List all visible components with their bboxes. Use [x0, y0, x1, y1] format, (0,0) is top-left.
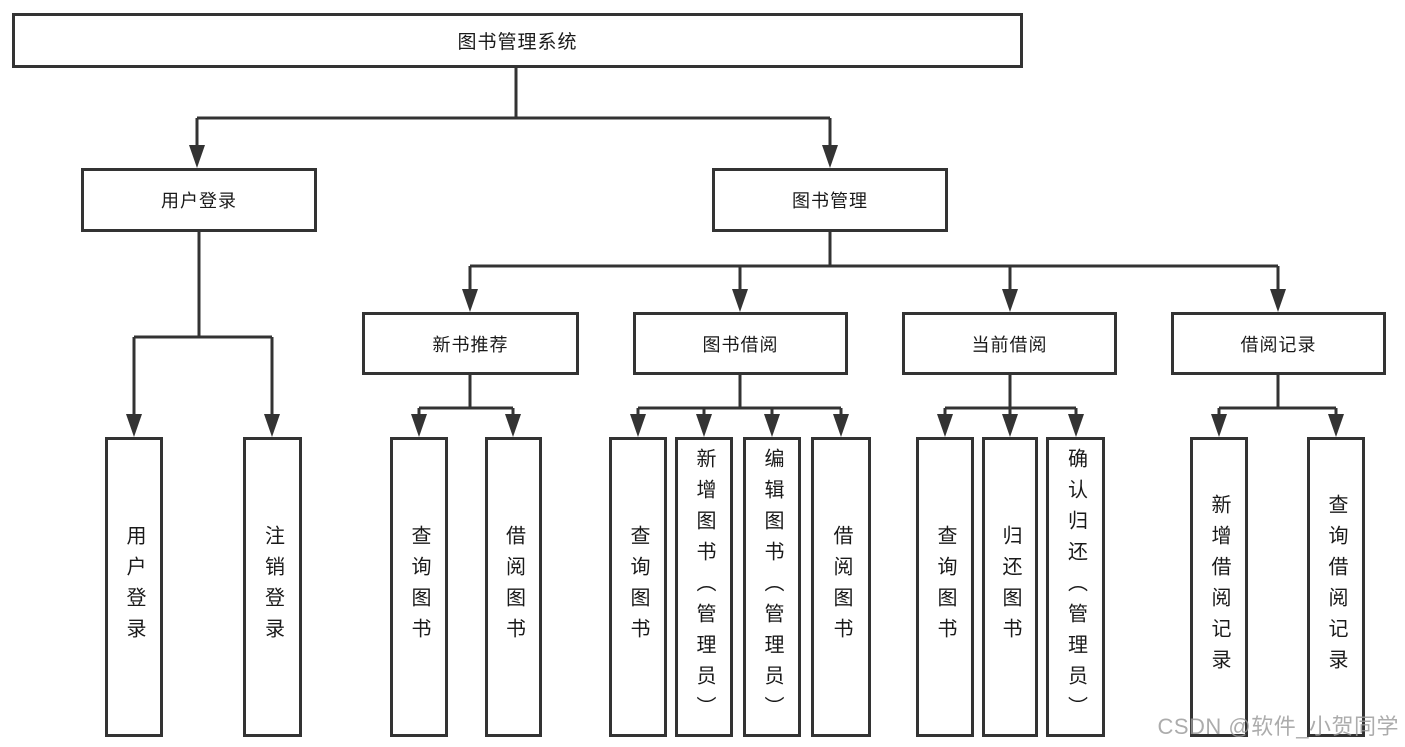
- node-label: 借阅图书: [502, 525, 525, 649]
- node-label: 新增借阅记录: [1208, 494, 1230, 680]
- leaf-borrow-books: 借阅图书: [811, 437, 871, 737]
- leaf-logout: 注销登录: [243, 437, 302, 737]
- node-label: 图书管理: [792, 191, 868, 211]
- node-new-book-recommendation: 新书推荐: [362, 312, 579, 375]
- node-label: 查询图书: [408, 525, 430, 649]
- leaf-confirm-return-admin: 确认归还（管理员）: [1046, 437, 1105, 737]
- leaf-query-books-borrowing: 查询图书: [609, 437, 667, 737]
- leaf-add-books-admin: 新增图书（管理员）: [675, 437, 733, 737]
- node-label: 查询借阅记录: [1325, 494, 1347, 680]
- node-label: 归还图书: [999, 525, 1021, 649]
- node-book-borrowing: 图书借阅: [633, 312, 848, 375]
- node-label: 图书管理系统: [457, 32, 578, 53]
- node-label: 新增图书（管理员）: [693, 447, 715, 727]
- node-book-management: 图书管理: [712, 168, 948, 232]
- node-label: 用户登录: [161, 191, 237, 211]
- leaf-edit-books-admin: 编辑图书（管理员）: [743, 437, 801, 737]
- leaf-query-books-current: 查询图书: [916, 437, 974, 737]
- node-current-borrowing: 当前借阅: [902, 312, 1117, 375]
- node-user-login: 用户登录: [81, 168, 317, 232]
- node-label: 查询图书: [934, 525, 956, 649]
- node-label: 确认归还（管理员）: [1064, 447, 1087, 727]
- node-label: 图书借阅: [702, 334, 779, 355]
- node-label: 注销登录: [261, 525, 284, 649]
- leaf-return-books: 归还图书: [982, 437, 1038, 737]
- leaf-query-borrow-record: 查询借阅记录: [1307, 437, 1365, 737]
- node-borrowing-records: 借阅记录: [1171, 312, 1386, 375]
- node-label: 编辑图书（管理员）: [761, 447, 783, 727]
- node-label: 当前借阅: [971, 334, 1048, 355]
- leaf-borrow-books-recommend: 借阅图书: [485, 437, 542, 737]
- leaf-query-books-recommend: 查询图书: [390, 437, 448, 737]
- node-label: 新书推荐: [432, 334, 509, 355]
- node-label: 借阅图书: [830, 525, 852, 649]
- csdn-watermark: CSDN @软件_小贺同学: [1157, 714, 1399, 739]
- node-label: 借阅记录: [1240, 334, 1317, 355]
- node-label: 用户登录: [123, 525, 145, 649]
- node-label: 查询图书: [627, 525, 649, 649]
- leaf-user-login: 用户登录: [105, 437, 163, 737]
- node-root-system: 图书管理系统: [12, 13, 1023, 68]
- leaf-add-borrow-record: 新增借阅记录: [1190, 437, 1248, 737]
